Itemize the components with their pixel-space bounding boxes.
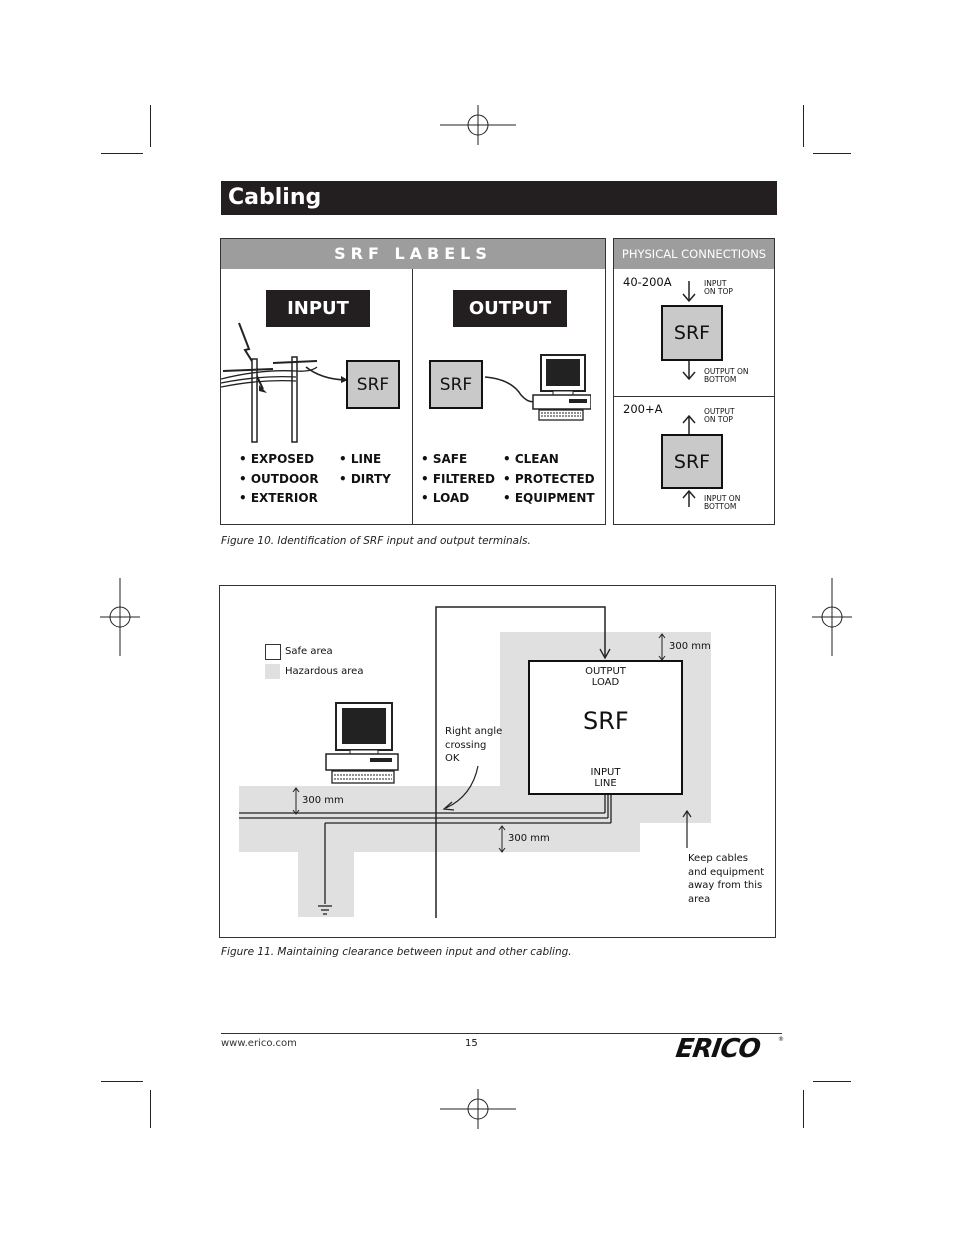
input-line-label: INPUT LINE [528, 767, 683, 789]
input-bullets-col1: • EXPOSED • OUTDOOR • EXTERIOR [239, 450, 319, 509]
label-line: OUTPUT ON [704, 367, 749, 376]
list-item: • CLEAN [503, 452, 559, 466]
output-on-bottom-label: OUTPUT ON BOTTOM [704, 368, 748, 384]
panel-divider [412, 269, 413, 524]
output-on-top-label: OUTPUT ON TOP [704, 408, 735, 424]
computer-icon [484, 354, 591, 421]
registration-mark-top [440, 105, 516, 145]
label-line: ON TOP [704, 415, 733, 424]
input-bullets-col2: • LINE • DIRTY [339, 450, 391, 489]
srf-output-box: SRF [429, 360, 483, 409]
list-item: • SAFE [421, 452, 468, 466]
arrow-up-icon [682, 414, 696, 434]
input-on-top-label: INPUT ON TOP [704, 280, 733, 296]
list-item: • LINE [339, 452, 382, 466]
label-line: OK [445, 753, 460, 764]
keep-away-note: Keep cables and equipment away from this… [688, 852, 764, 906]
clearance-left: 300 mm [302, 795, 344, 806]
srf-40-200a-box: SRF [661, 305, 723, 361]
physical-connections-panel: PHYSICAL CONNECTIONS 40-200A INPUT ON TO… [613, 238, 775, 525]
physical-connections-header: PHYSICAL CONNECTIONS [614, 239, 774, 269]
footer-rule [221, 1033, 782, 1034]
srf-labels-header: SRF LABELS [221, 239, 605, 269]
rating-200a-plus: 200+A [623, 402, 663, 416]
label-line: Right angle [445, 726, 503, 737]
figure10-caption: Figure 10. Identification of SRF input a… [221, 535, 531, 547]
srf-input-box: SRF [346, 360, 400, 409]
label-line: ON TOP [704, 287, 733, 296]
label-line: INPUT [590, 767, 621, 778]
list-item: • LOAD [421, 491, 470, 505]
panel-divider [614, 396, 774, 397]
label-line: OUTPUT [704, 407, 735, 416]
clearance-diagram: Safe area Hazardous area OUTPUT LOAD SRF… [219, 585, 776, 938]
rating-40-200a: 40-200A [623, 275, 672, 289]
list-item: • EQUIPMENT [503, 491, 595, 505]
figure11-caption: Figure 11. Maintaining clearance between… [221, 946, 572, 958]
safe-area-label: Safe area [285, 646, 333, 657]
clearance-bottom: 300 mm [508, 833, 550, 844]
srf-main-label: SRF [583, 707, 629, 735]
clearance-top: 300 mm [669, 641, 711, 652]
label-line: INPUT ON [704, 494, 741, 503]
label-line: area [688, 893, 711, 905]
srf-main-box [528, 660, 683, 795]
list-item: • EXTERIOR [239, 491, 318, 505]
list-item: • FILTERED [421, 471, 495, 486]
right-angle-note: Right angle crossing OK [445, 725, 502, 766]
label-line: INPUT [704, 279, 727, 288]
footer-url[interactable]: www.erico.com [221, 1038, 297, 1049]
srf-labels-panel: SRF LABELS INPUT OUTPUT SRF SRF • EXPOSE… [220, 238, 606, 525]
utility-pole-illustration [221, 322, 348, 443]
registered-mark: ® [778, 1036, 784, 1043]
registration-mark-left [100, 578, 140, 656]
arrow-up-icon [682, 489, 696, 507]
list-item: • PROTECTED [503, 471, 595, 486]
label-line: Keep cables [688, 853, 749, 864]
list-item: • OUTDOOR [239, 471, 319, 486]
output-bullets-col2: • CLEAN • PROTECTED • EQUIPMENT [503, 450, 595, 509]
input-on-bottom-label: INPUT ON BOTTOM [704, 495, 740, 511]
list-item: • EXPOSED [239, 452, 315, 466]
label-line: BOTTOM [704, 375, 737, 384]
page-title: Cabling [221, 181, 777, 215]
list-item: • DIRTY [339, 471, 391, 486]
arrow-down-icon [682, 361, 696, 381]
page-number: 15 [465, 1038, 478, 1049]
srf-200a-box: SRF [661, 434, 723, 489]
registration-mark-right [812, 578, 852, 656]
output-load-label: OUTPUT LOAD [528, 666, 683, 688]
output-tag: OUTPUT [453, 290, 567, 327]
label-line: BOTTOM [704, 502, 737, 511]
label-line: crossing [445, 739, 487, 751]
label-line: LOAD [591, 677, 620, 688]
erico-logo: ERICO [673, 1034, 762, 1064]
hazardous-area-label: Hazardous area [285, 666, 364, 677]
label-line: and equipment [688, 866, 765, 878]
safe-area-swatch [265, 644, 281, 660]
input-tag: INPUT [266, 290, 370, 327]
label-line: OUTPUT [585, 666, 626, 677]
hazardous-area-swatch [265, 664, 280, 679]
label-line: LINE [594, 778, 617, 789]
arrow-down-icon [682, 281, 696, 303]
label-line: away from this [688, 880, 763, 891]
output-bullets-col1: • SAFE • FILTERED • LOAD [421, 450, 495, 509]
registration-mark-bottom [440, 1089, 516, 1129]
